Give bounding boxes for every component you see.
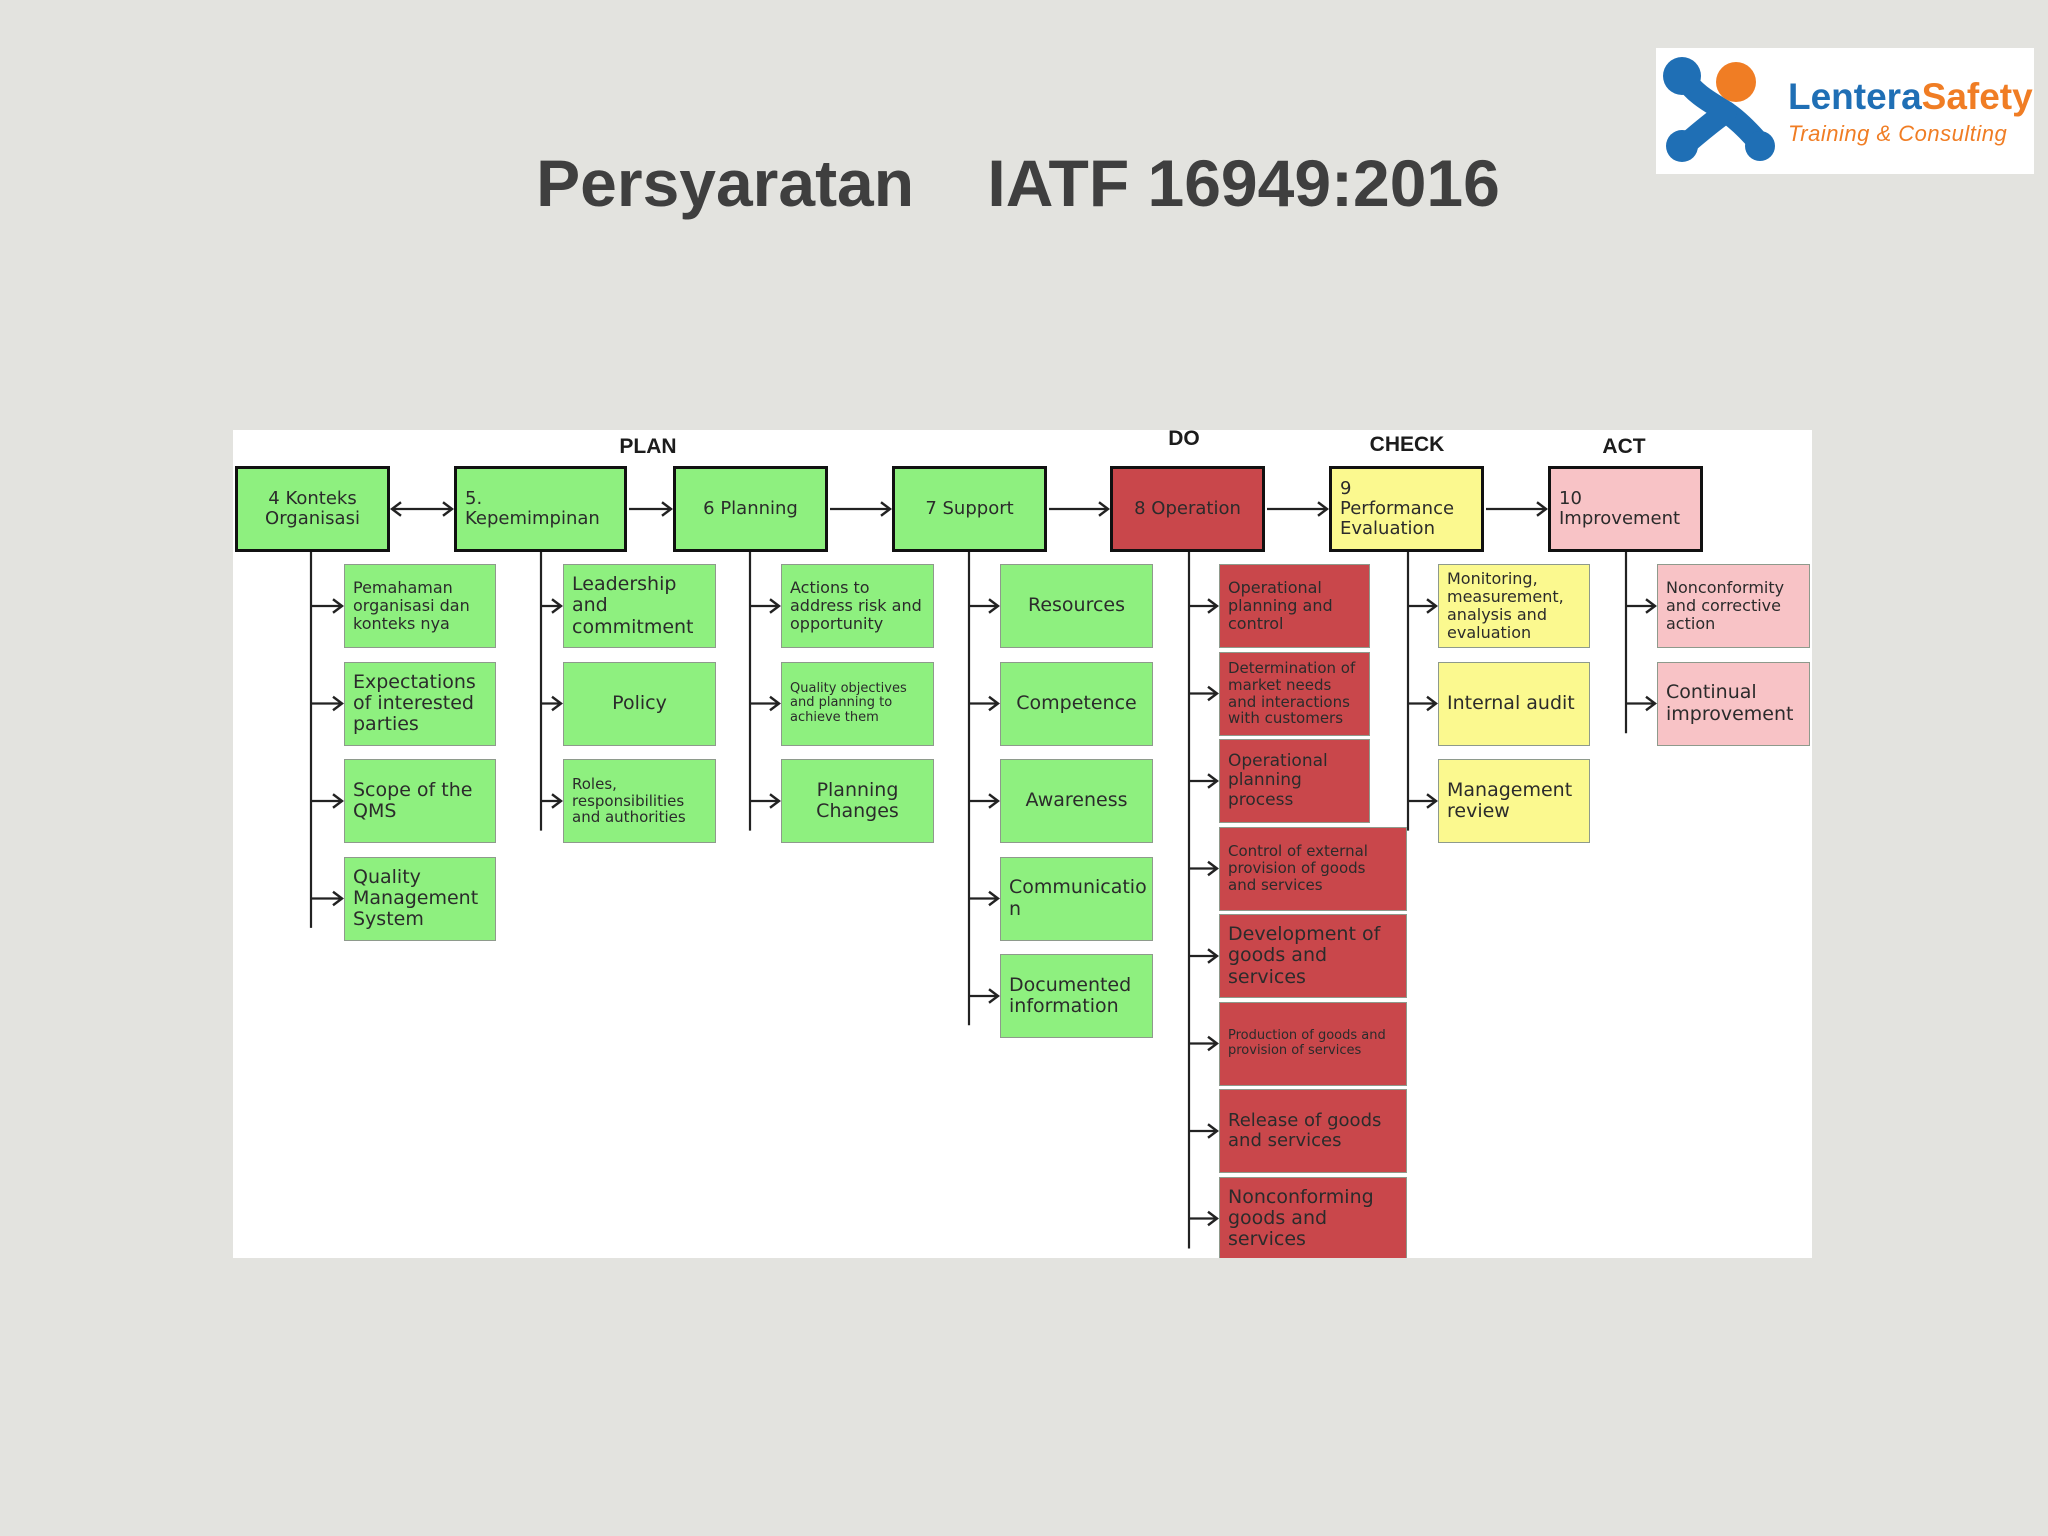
clause-item: Expectations of interested parties [344,661,496,746]
arrow-head [1207,1123,1219,1139]
arrow-head [442,501,454,517]
section-header-5: 5. Kepemimpinan [454,466,627,552]
clause-item: Monitoring, measurement, analysis and ev… [1438,564,1590,648]
section-header-10: 10 Improvement [1548,466,1703,552]
clause-item: Continual improvement [1657,661,1810,746]
arrow-head [551,598,563,614]
clause-item: Quality objectives and planning to achie… [781,661,934,746]
arrow-head [1098,501,1110,517]
arrow-head [1536,501,1548,517]
section-header-6: 6 Planning [673,466,828,552]
clause-item: Release of goods and services [1219,1089,1407,1173]
clause-item: Competence [1000,661,1153,746]
clause-item: Pemahaman organisasi dan konteks nya [344,564,496,648]
arrow-head [551,793,563,809]
clause-item: Management review [1438,759,1590,843]
logo-tagline: Training & Consulting [1788,121,2008,146]
arrow-head [1207,948,1219,964]
molecule-logo-icon [1663,57,1775,162]
clause-item: Planning Changes [781,759,934,843]
clause-item: Determination of market needs and intera… [1219,651,1370,736]
phase-label-plan: PLAN [619,435,677,458]
clause-item: Documented information [1000,954,1153,1038]
section-header-4: 4 Konteks Organisasi [235,466,390,552]
clause-item: Actions to address risk and opportunity [781,564,934,648]
arrow-head [1207,1210,1219,1227]
arrow-head [332,598,344,614]
phase-label-do: DO [1168,430,1200,450]
arrow-head [1426,793,1438,809]
arrow-head [769,793,781,809]
clause-item: Roles, responsibilities and authorities [563,759,716,843]
section-header-9: 9 Performance Evaluation [1329,466,1484,552]
arrow-head [769,598,781,614]
arrow-head [332,793,344,809]
connector-lines [309,501,1657,1249]
arrow-head [1645,695,1657,712]
arrow-head [769,695,781,712]
section-header-8: 8 Operation [1110,466,1265,552]
arrow-head [1426,695,1438,712]
clause-item: Leadership and commitment [563,564,716,648]
arrow-head [1207,685,1219,702]
company-logo: LenteraSafety Training & Consulting [1656,48,2034,174]
section-header-7: 7 Support [892,466,1047,552]
arrow-head [1207,1035,1219,1052]
clause-item: Production of goods and provision of ser… [1219,1001,1407,1086]
arrow-head [390,501,402,517]
page-title: Persyaratan IATF 16949:2016 [536,146,1500,220]
arrow-head [988,598,1000,614]
clause-item: Control of external provision of goods a… [1219,826,1407,911]
arrow-head [1207,773,1219,789]
clause-item: Internal audit [1438,661,1590,746]
clause-item: Scope of the QMS [344,759,496,843]
arrow-head [988,890,1000,907]
phase-label-check: CHECK [1369,433,1445,456]
arrow-head [880,501,892,517]
arrow-head [988,988,1000,1004]
clause-item: Resources [1000,564,1153,648]
clause-item: Development of goods and services [1219,914,1407,998]
arrow-head [1317,501,1329,517]
arrow-head [1426,598,1438,614]
clause-item: Communicatio n [1000,856,1153,941]
clause-item: Nonconformity and corrective action [1657,564,1810,648]
logo-name: LenteraSafety [1788,76,2033,117]
arrow-head [1645,598,1657,614]
clause-item: Operational planning and control [1219,564,1370,648]
arrow-head [1207,860,1219,877]
clause-item: Quality Management System [344,856,496,941]
clause-item: Awareness [1000,759,1153,843]
arrow-head [661,501,673,517]
arrow-head [1207,598,1219,614]
clause-item: Operational planning process [1219,739,1370,823]
clause-item: Policy [563,661,716,746]
clause-item: Nonconforming goods and services [1219,1176,1407,1258]
arrow-head [332,890,344,907]
arrow-head [988,793,1000,809]
arrow-head [551,695,563,712]
arrow-head [988,695,1000,712]
phase-label-act: ACT [1602,435,1646,458]
arrow-head [332,695,344,712]
